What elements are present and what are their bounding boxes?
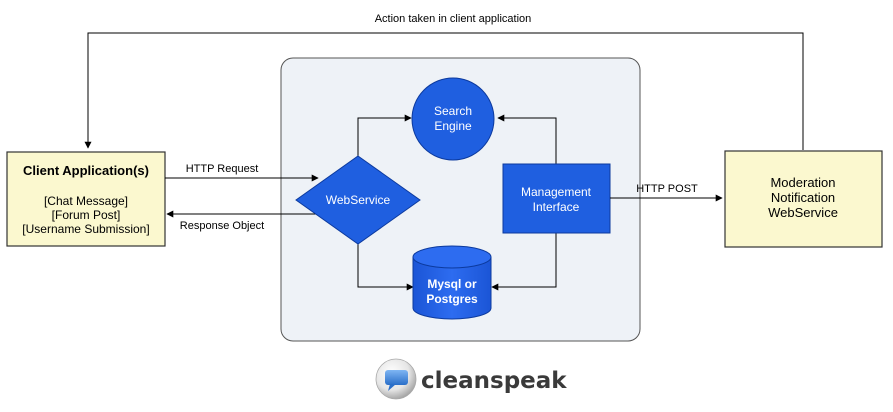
client-application-box: Client Application(s) [Chat Message] [Fo… [6, 151, 166, 247]
management-to-search-connector [497, 114, 557, 164]
management-to-database-connector [491, 233, 557, 291]
logo-wordmark: cleanspeak [421, 368, 567, 394]
client-line-chat: [Chat Message] [44, 194, 128, 208]
moderation-webservice-box: Moderation Notification WebService [724, 150, 883, 248]
response-object-label: Response Object [180, 220, 264, 232]
database-line-2: Postgres [426, 292, 478, 306]
management-interface-node: Management Interface [502, 163, 611, 234]
moderation-line-3: WebService [768, 205, 838, 220]
client-application-title: Client Application(s) [23, 163, 149, 178]
action-loop-connector [84, 32, 804, 150]
database-line-1: Mysql or [427, 277, 477, 291]
search-engine-line-1: Search [434, 104, 472, 118]
webservice-node: WebService [295, 155, 421, 245]
webservice-to-database-connector [357, 244, 414, 291]
moderation-line-2: Notification [771, 190, 835, 205]
search-engine-line-2: Engine [434, 119, 472, 133]
management-line-1: Management [521, 185, 592, 199]
webservice-label: WebService [326, 193, 391, 207]
speech-bubble-icon [375, 358, 417, 400]
client-line-forum: [Forum Post] [52, 208, 121, 222]
cleanspeak-logo: cleanspeak [375, 358, 567, 400]
server-container [280, 57, 641, 342]
moderation-line-1: Moderation [770, 175, 835, 190]
webservice-to-search-connector [357, 114, 412, 156]
client-line-username: [Username Submission] [22, 222, 149, 236]
management-line-2: Interface [533, 200, 580, 214]
search-engine-node: Search Engine [411, 77, 495, 161]
action-loop-label: Action taken in client application [375, 13, 532, 25]
http-post-label: HTTP POST [636, 183, 698, 195]
database-node: Mysql or Postgres [412, 245, 492, 320]
http-request-label: HTTP Request [186, 163, 259, 175]
